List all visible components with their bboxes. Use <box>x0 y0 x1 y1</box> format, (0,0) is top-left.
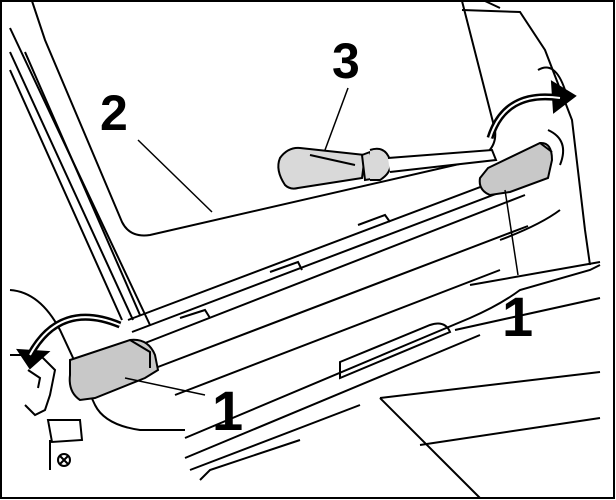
door-body <box>9 209 601 499</box>
clip-left <box>68 338 160 402</box>
clip-right <box>478 129 564 197</box>
left-frame <box>9 27 151 326</box>
label-3: 3 <box>332 33 360 89</box>
label-1-right: 1 <box>502 285 533 348</box>
label-1-left: 1 <box>212 379 243 442</box>
right-frame <box>461 0 591 266</box>
trim-rail <box>127 171 529 396</box>
leader-lines <box>124 87 519 396</box>
arrow-right-icon <box>486 80 577 140</box>
screwdriver <box>277 146 498 190</box>
arrow-left-icon <box>16 313 122 370</box>
window-panel <box>31 0 497 237</box>
label-2: 2 <box>100 85 128 141</box>
